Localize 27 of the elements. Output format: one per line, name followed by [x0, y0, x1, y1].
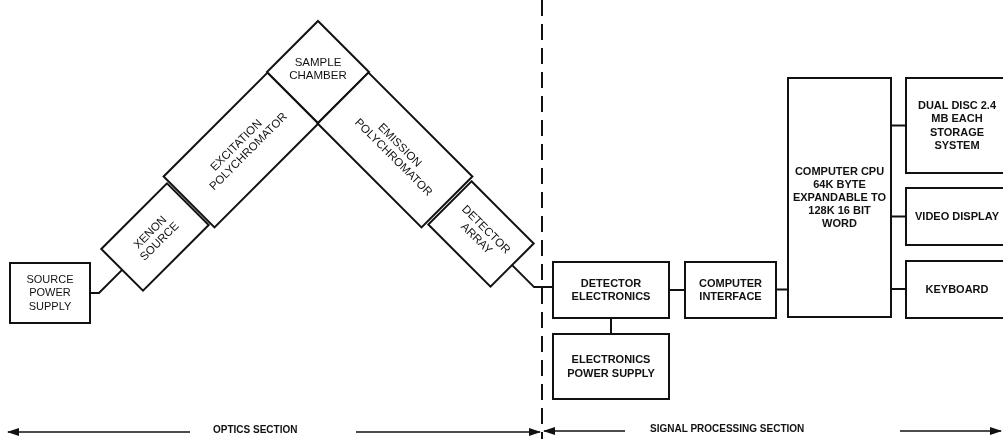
process-box: [905, 260, 1003, 319]
box-label: ELECTRONICS POWER SUPPLY: [566, 353, 656, 380]
connector-line: [90, 268, 124, 294]
process-box: [552, 261, 670, 319]
process-box: [787, 77, 892, 318]
connector-line: [610, 318, 612, 334]
process-box: [905, 187, 1003, 246]
box-label: DUAL DISC 2.4 MB EACH STORAGE SYSTEM: [916, 99, 997, 152]
box-label: KEYBOARD: [925, 282, 989, 297]
box-label: SOURCE POWER SUPPLY: [25, 273, 75, 313]
connector-line: [891, 124, 906, 127]
process-box: [905, 77, 1003, 174]
section-label: OPTICS SECTION: [213, 424, 298, 435]
process-box: [684, 261, 777, 319]
section-label: SIGNAL PROCESSING SECTION: [650, 423, 805, 434]
connector-line: [669, 289, 685, 291]
connector-line: [511, 264, 553, 289]
box-label: COMPUTER INTERFACE: [698, 276, 763, 304]
connector-line: [776, 288, 788, 291]
connector-line: [891, 215, 906, 218]
box-label: COMPUTER CPU 64K BYTE EXPANDABLE TO 128K 16 BIT WORD: [791, 164, 888, 231]
box-label: DETECTOR ELECTRONICS: [570, 276, 652, 304]
process-box: [552, 333, 670, 400]
connector-line: [891, 288, 906, 290]
box-label: VIDEO DISPLAY: [915, 209, 999, 224]
process-box: [9, 262, 91, 324]
block-label: SAMPLE CHAMBER: [285, 55, 351, 83]
